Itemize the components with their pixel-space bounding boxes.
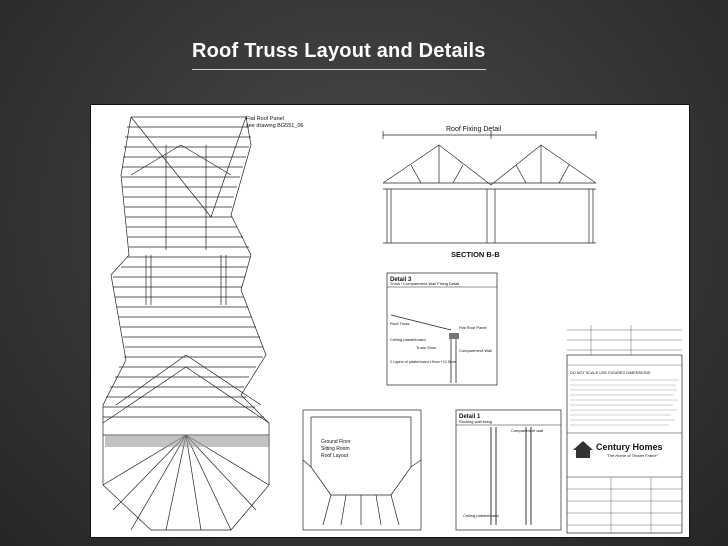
roof-fixing-detail-label: Roof Fixing Detail	[446, 126, 502, 133]
ground-floor-label: Ground Floor	[321, 439, 351, 445]
flat-roof-panel-ref: see drawing BG551_06	[246, 123, 303, 129]
detail1-subtitle: Rocking wall fixing	[459, 419, 492, 424]
sitting-room-label: Sitting Room	[321, 446, 350, 452]
title-block: DO NOT SCALE USE FIGURED DIMENSIONS Cent…	[566, 325, 683, 534]
section-bb-label: SECTION B-B	[451, 250, 500, 259]
roof-layout-label: Roof Layout	[321, 453, 349, 459]
drawing-sheet: Flat Roof Panel see drawing BG551_06 Roo…	[90, 104, 690, 538]
detail3-roof-truss: Roof Truss	[390, 321, 409, 326]
detail3-note: 2 Layers of plasterboard 15mm +12.5mm	[390, 360, 456, 364]
detail-3: Detail 3 Truss / Compartment Wall Fixing…	[386, 272, 498, 386]
truss-plan	[102, 116, 270, 531]
company-name: Century Homes	[596, 442, 663, 452]
section-bb	[382, 131, 597, 244]
company-logo-icon	[573, 441, 593, 450]
detail-1: Detail 1 Rocking wall fixing Compartment…	[455, 409, 562, 531]
detail3-truss-shoe: Truss Shoe	[416, 345, 437, 350]
detail3-title: Detail 3	[390, 277, 412, 283]
detail3-subtitle: Truss / Compartment Wall Fixing Detail	[390, 281, 459, 286]
flat-roof-panel-label: Flat Roof Panel	[246, 116, 284, 122]
detail1-title: Detail 1	[459, 414, 481, 420]
roof-plan-drawing: Flat Roof Panel see drawing BG551_06 Roo…	[102, 116, 683, 534]
sitting-room-roof	[302, 409, 422, 531]
detail3-ceiling: Ceiling plasterboard	[390, 337, 426, 342]
detail3-compartment-wall: Compartment Wall	[459, 348, 492, 353]
company-tagline: "The Home of Timber Frame"	[606, 453, 659, 458]
slide-title: Roof Truss Layout and Details	[192, 40, 486, 70]
detail1-ceiling: Ceiling plasterboard	[463, 513, 499, 518]
detail1-compartment-wall: Compartment wall	[511, 428, 543, 433]
notes-heading: DO NOT SCALE USE FIGURED DIMENSIONS	[570, 371, 651, 375]
detail3-flat-roof-panel: Flat Roof Panel	[459, 325, 487, 330]
hatched-band	[105, 435, 270, 447]
